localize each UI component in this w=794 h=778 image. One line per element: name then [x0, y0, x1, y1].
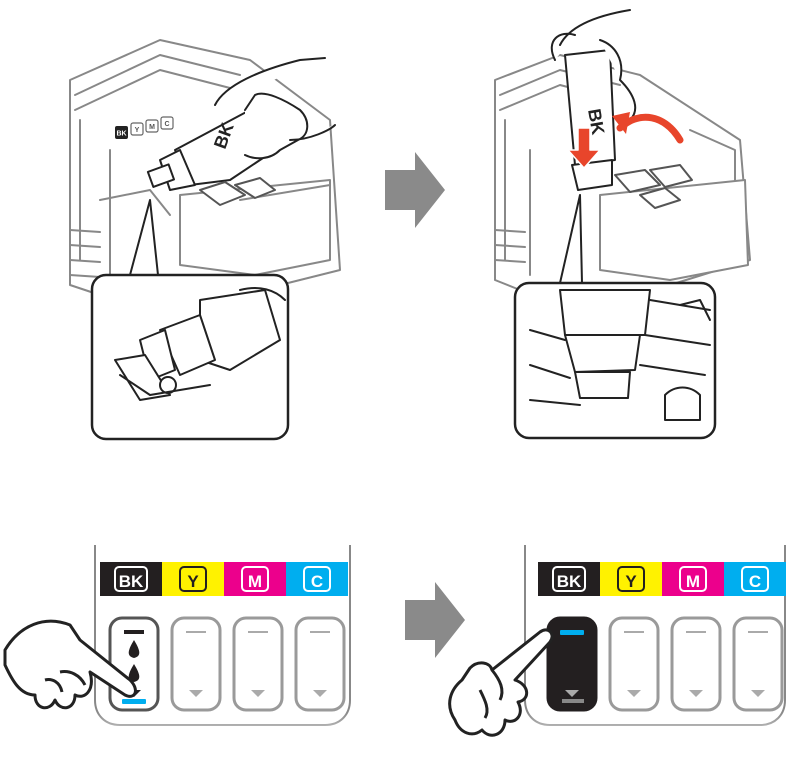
lower-limit-indicator	[122, 699, 146, 704]
inset-bottle-seated	[529, 289, 711, 421]
printer-body-2	[494, 54, 751, 291]
strip-label-m: M	[149, 124, 155, 131]
strip-label-bk: BK	[116, 131, 126, 138]
tank-window-magenta-2	[670, 616, 722, 712]
ink-drop-icon-2	[128, 664, 140, 682]
tank-label-c: C	[311, 572, 323, 591]
down-arrow-icon	[567, 127, 601, 169]
tank-window-black-2	[546, 616, 598, 712]
tank-label-y: Y	[187, 572, 199, 591]
tank-window-cyan-2	[732, 616, 784, 712]
tank-window-cyan	[294, 616, 346, 712]
tank-label-bk: BK	[119, 572, 144, 591]
tank-label-bk-2: BK	[557, 572, 582, 591]
tank-label-m-2: M	[686, 572, 700, 591]
upper-limit-indicator	[560, 630, 584, 635]
tank-window-yellow	[170, 616, 222, 712]
tank-label-strip: BK Y M C	[115, 116, 174, 139]
callout-pointer	[129, 199, 159, 276]
step-insert-bottle: BK Y M C BK	[69, 39, 341, 441]
ink-bottle-upright: BK	[564, 49, 616, 191]
hand-holding-bottle	[214, 57, 336, 160]
step-check-level-before: BK Y M C	[3, 545, 351, 752]
step-check-level-after: BK Y M C	[448, 545, 787, 752]
tank-label-c-2: C	[749, 572, 761, 591]
hand-holding-bottle-2	[550, 9, 637, 121]
arrow-right-icon	[385, 152, 445, 228]
inset-bottle-detail	[114, 287, 286, 401]
ink-drop-icon	[128, 640, 140, 658]
tank-window-magenta	[232, 616, 284, 712]
tank-label-m: M	[248, 572, 262, 591]
tank-window-yellow-2	[608, 616, 660, 712]
step-bottle-inserted: BK	[494, 9, 751, 440]
arrow-right-icon-2	[405, 582, 465, 658]
strip-label-c: C	[164, 121, 169, 128]
strip-label-y: Y	[135, 127, 140, 134]
pointing-hand-icon	[3, 619, 137, 710]
tank-label-y-2: Y	[625, 572, 637, 591]
